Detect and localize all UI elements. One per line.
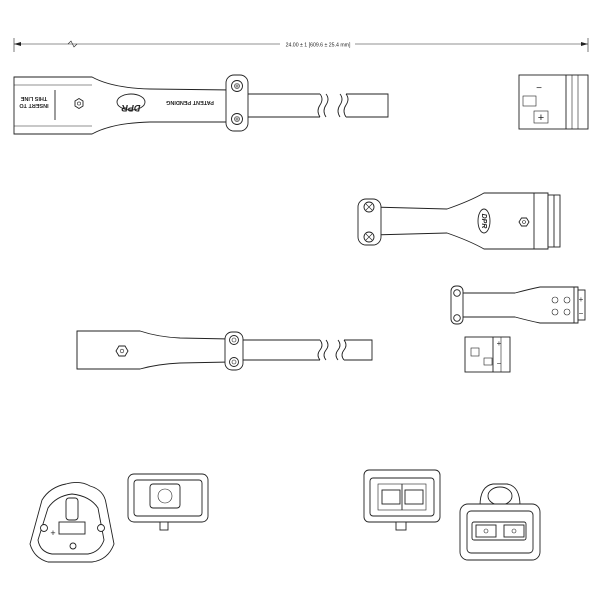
patent-pending-text: PATENT PENDING [166, 99, 214, 105]
connector-mirrored-view: DPR [357, 192, 561, 250]
small-minus-sign: − [579, 309, 584, 318]
front-plus-sign: + [50, 528, 55, 538]
housing-front-contacts [363, 469, 441, 531]
connector-plain-side-view [76, 330, 373, 371]
dpr-logo: DPR [477, 208, 491, 234]
small-plus-sign: + [579, 295, 584, 304]
small-housing-end-view: + − [464, 336, 511, 373]
small-connector-top-view: + − [450, 285, 586, 325]
housing-front-view [127, 473, 209, 531]
top-plus-sign: + [538, 112, 544, 124]
front-view-mating-side [459, 483, 541, 561]
housing-end-view-top: − + [518, 74, 589, 130]
dpr-logo: DPR [116, 93, 146, 113]
insert-line-text-2: THIS LINE [20, 95, 47, 101]
length-dimension: 24.00 ± 1 [609.6 ± 25.4 mm] [13, 38, 589, 52]
logo-text-mid: DPR [480, 214, 487, 229]
end-minus-sign: − [497, 359, 502, 368]
front-view-cable-side: + [29, 481, 115, 563]
dimension-label: 24.00 ± 1 [609.6 ± 25.4 mm] [286, 43, 351, 49]
insert-line-text-1: INSERT TO [19, 102, 49, 108]
end-plus-sign: + [497, 339, 502, 348]
top-minus-sign: − [536, 83, 542, 94]
logo-text-top: DPR [121, 103, 141, 113]
top-connector-side-view: INSERT TO THIS LINE DPR PATENT PENDING [13, 74, 389, 135]
